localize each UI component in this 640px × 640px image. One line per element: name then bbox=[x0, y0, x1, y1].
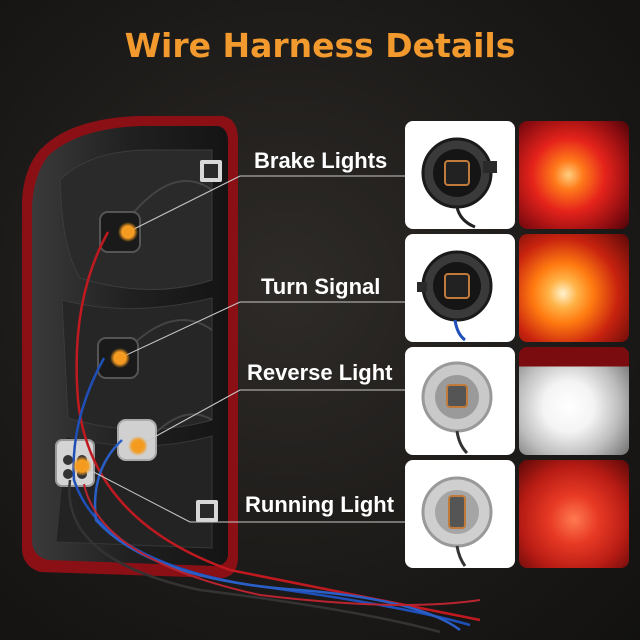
label-reverse-light: Reverse Light bbox=[247, 360, 393, 385]
label-running-light: Running Light bbox=[245, 492, 395, 517]
turn-socket-image bbox=[405, 234, 515, 342]
label-brake-lights: Brake Lights bbox=[254, 148, 388, 173]
brake-light-lit-image bbox=[519, 121, 629, 229]
label-turn-signal: Turn Signal bbox=[261, 274, 381, 299]
brake-socket-image bbox=[405, 121, 515, 229]
page-title: Wire Harness Details bbox=[124, 26, 516, 65]
running-socket-image bbox=[405, 460, 515, 568]
turn-signal-lit-image bbox=[519, 234, 629, 342]
running-light-lit-image bbox=[519, 460, 629, 568]
reverse-socket-image bbox=[405, 347, 515, 455]
reverse-light-lit-image bbox=[519, 347, 629, 455]
